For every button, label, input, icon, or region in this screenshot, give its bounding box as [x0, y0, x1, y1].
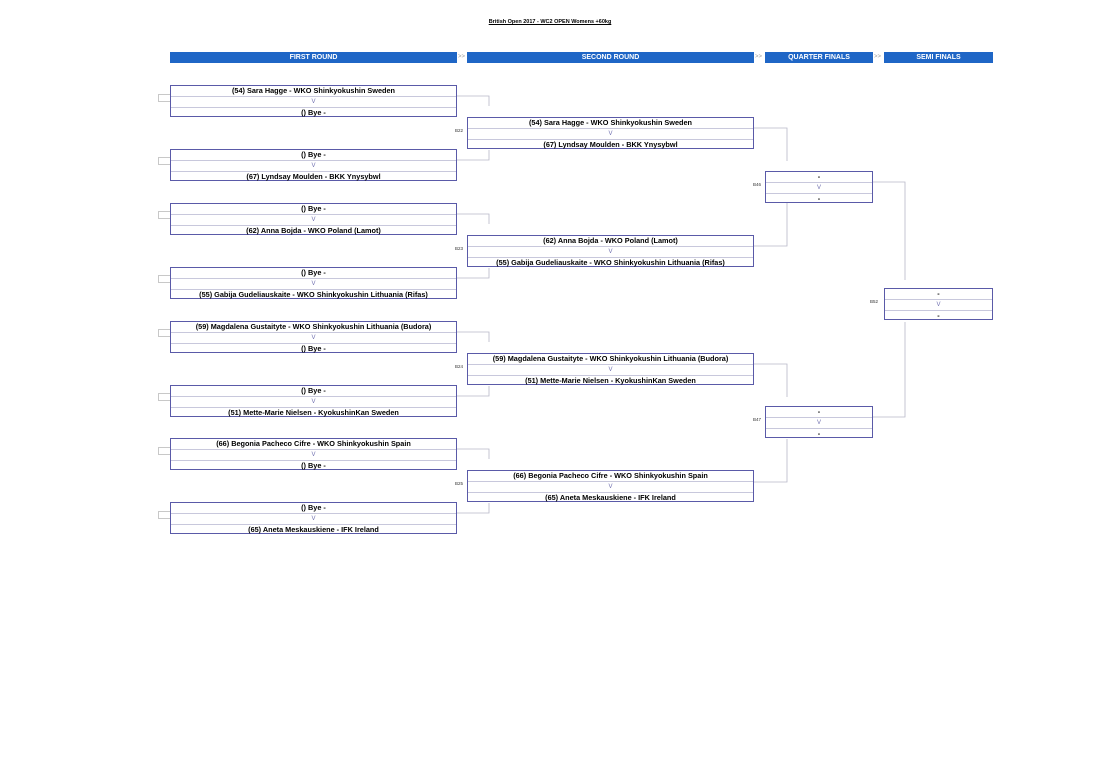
competitor-bottom: (65) Aneta Meskauskiene - IFK Ireland [545, 493, 676, 502]
match-label: B52 [870, 299, 879, 304]
first-round-match: (66) Begonia Pacheco Cifre - WKO Shinkyo… [170, 438, 457, 470]
versus-label: V [468, 128, 753, 140]
round-arrow: >> [874, 54, 882, 60]
competitor-top: (54) Sara Hagge - WKO Shinkyokushin Swed… [529, 118, 692, 127]
competitor-top: - [817, 407, 821, 416]
first-round-match: (54) Sara Hagge - WKO Shinkyokushin Swed… [170, 85, 457, 117]
competitor-top: () Bye - [301, 386, 326, 395]
entry-tab [158, 447, 170, 455]
competitor-top: (59) Magdalena Gustaityte - WKO Shinkyok… [492, 354, 729, 363]
first-round-match: () Bye - V (67) Lyndsay Moulden - BKK Yn… [170, 149, 457, 181]
second-round-match: (66) Begonia Pacheco Cifre - WKO Shinkyo… [467, 470, 754, 502]
competitor-top: () Bye - [301, 503, 326, 512]
versus-label: V [171, 278, 456, 290]
entry-tab [158, 275, 170, 283]
competitor-bottom: (51) Mette-Marie Nielsen - KyokushinKan … [228, 408, 399, 417]
entry-tab [158, 511, 170, 519]
versus-label: V [171, 214, 456, 226]
match-label: B23 [455, 246, 464, 251]
competitor-bottom: () Bye - [301, 344, 326, 353]
competitor-top: (66) Begonia Pacheco Cifre - WKO Shinkyo… [216, 439, 411, 448]
competitor-top: - [937, 289, 940, 298]
competitor-bottom: (51) Mette-Marie Nielsen - KyokushinKan … [525, 376, 696, 385]
versus-label: V [766, 417, 872, 429]
second-round-match: (59) Magdalena Gustaityte - WKO Shinkyok… [467, 353, 754, 385]
first-round-match: () Bye - V (55) Gabija Gudeliauskaite - … [170, 267, 457, 299]
competitor-top: (66) Begonia Pacheco Cifre - WKO Shinkyo… [513, 471, 708, 480]
semi-final-match: - V - [884, 288, 993, 320]
round-arrow: >> [755, 54, 763, 60]
entry-tab [158, 94, 170, 102]
round-header-first: FIRST ROUND [170, 52, 457, 63]
first-round-match: () Bye - V (65) Aneta Meskauskiene - IFK… [170, 502, 457, 534]
match-label: B46 [753, 182, 762, 187]
entry-tab [158, 393, 170, 401]
versus-label: V [468, 246, 753, 258]
competitor-top: (59) Magdalena Gustaityte - WKO Shinkyok… [195, 322, 432, 331]
round-arrow: >> [458, 54, 466, 60]
first-round-match: () Bye - V (51) Mette-Marie Nielsen - Ky… [170, 385, 457, 417]
versus-label: V [766, 182, 872, 194]
match-label: B25 [455, 481, 464, 486]
competitor-bottom: - [817, 429, 821, 438]
competitor-bottom: () Bye - [301, 108, 326, 117]
second-round-match: (54) Sara Hagge - WKO Shinkyokushin Swed… [467, 117, 754, 149]
versus-label: V [885, 299, 992, 311]
round-header-quarter: QUARTER FINALS [765, 52, 873, 63]
match-label: B22 [455, 128, 464, 133]
entry-tab [158, 329, 170, 337]
page-title: British Open 2017 - WC2 OPEN Womens +60k… [488, 19, 612, 25]
competitor-top: (54) Sara Hagge - WKO Shinkyokushin Swed… [232, 86, 395, 95]
competitor-bottom: (67) Lyndsay Moulden - BKK Ynysybwl [246, 172, 381, 181]
competitor-top: (62) Anna Bojda - WKO Poland (Lamot) [543, 236, 678, 245]
quarter-final-match: - V - [765, 406, 873, 438]
competitor-bottom: (55) Gabija Gudeliauskaite - WKO Shinkyo… [199, 290, 428, 299]
versus-label: V [468, 364, 753, 376]
entry-tab [158, 157, 170, 165]
versus-label: V [171, 449, 456, 461]
versus-label: V [171, 96, 456, 108]
round-header-second: SECOND ROUND [467, 52, 754, 63]
competitor-bottom: (67) Lyndsay Moulden - BKK Ynysybwl [543, 140, 678, 149]
competitor-bottom: (62) Anna Bojda - WKO Poland (Lamot) [246, 226, 381, 235]
competitor-top: () Bye - [301, 204, 326, 213]
versus-label: V [171, 160, 456, 172]
quarter-final-match: - V - [765, 171, 873, 203]
versus-label: V [468, 481, 753, 493]
versus-label: V [171, 396, 456, 408]
competitor-bottom: (55) Gabija Gudeliauskaite - WKO Shinkyo… [496, 258, 725, 267]
first-round-match: (59) Magdalena Gustaityte - WKO Shinkyok… [170, 321, 457, 353]
competitor-top: - [817, 172, 821, 181]
competitor-bottom: (65) Aneta Meskauskiene - IFK Ireland [248, 525, 379, 534]
versus-label: V [171, 332, 456, 344]
competitor-bottom: - [817, 194, 821, 203]
competitor-top: () Bye - [301, 268, 326, 277]
first-round-match: () Bye - V (62) Anna Bojda - WKO Poland … [170, 203, 457, 235]
match-label: B24 [455, 364, 464, 369]
round-header-semi: SEMI FINALS [884, 52, 993, 63]
competitor-bottom: () Bye - [301, 461, 326, 470]
entry-tab [158, 211, 170, 219]
second-round-match: (62) Anna Bojda - WKO Poland (Lamot) V (… [467, 235, 754, 267]
competitor-top: () Bye - [301, 150, 326, 159]
match-label: B47 [753, 417, 762, 422]
versus-label: V [171, 513, 456, 525]
competitor-bottom: - [937, 311, 940, 320]
